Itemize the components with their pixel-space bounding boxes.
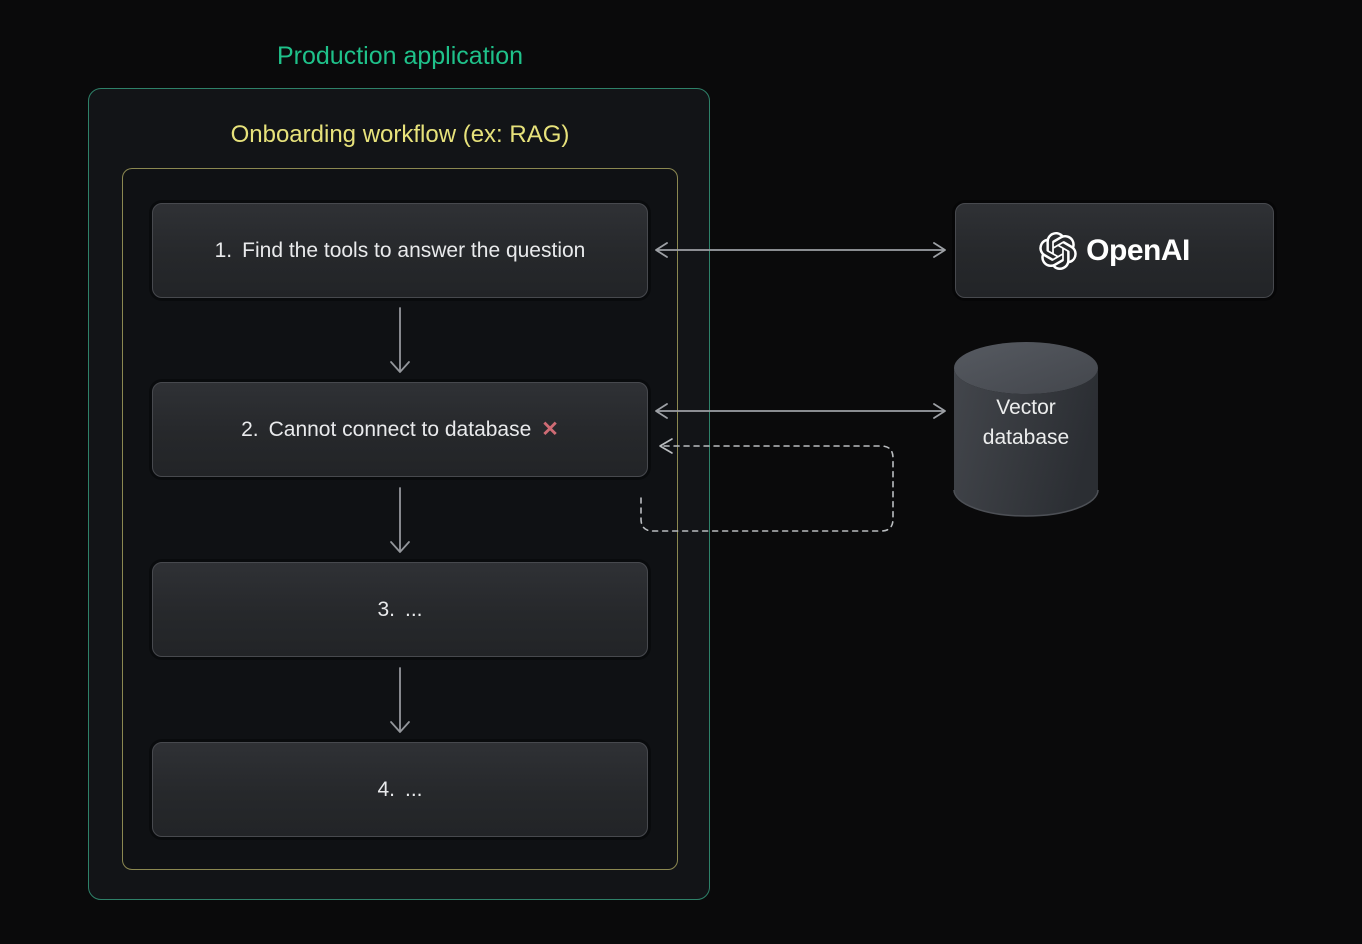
step-label: ... [405,597,423,621]
step-4-ellipsis: 4. ... [152,742,648,837]
step-2-cannot-connect: 2. Cannot connect to database ✕ [152,382,648,477]
step-label: Find the tools to answer the question [242,238,586,262]
step-number: 2. [241,417,259,441]
step-number: 1. [214,238,233,262]
onboarding-workflow-title: Onboarding workflow (ex: RAG) [230,121,570,148]
step-number: 4. [377,777,395,801]
openai-node: OpenAI [955,203,1274,298]
vector-database-label: Vector database [982,396,1070,449]
vector-database-node: Vector database [953,341,1099,517]
openai-wordmark: OpenAI [1086,233,1190,267]
step-label: ... [405,777,423,801]
step-3-ellipsis: 3. ... [152,562,648,657]
step-number: 3. [377,597,395,621]
step-1-find-tools: 1. Find the tools to answer the question [152,203,648,298]
error-x-icon: ✕ [541,418,559,441]
openai-logo-icon [1039,231,1077,270]
production-application-title: Production application [277,42,523,70]
step-label: Cannot connect to database [268,417,532,441]
database-cylinder-icon [953,342,1099,517]
